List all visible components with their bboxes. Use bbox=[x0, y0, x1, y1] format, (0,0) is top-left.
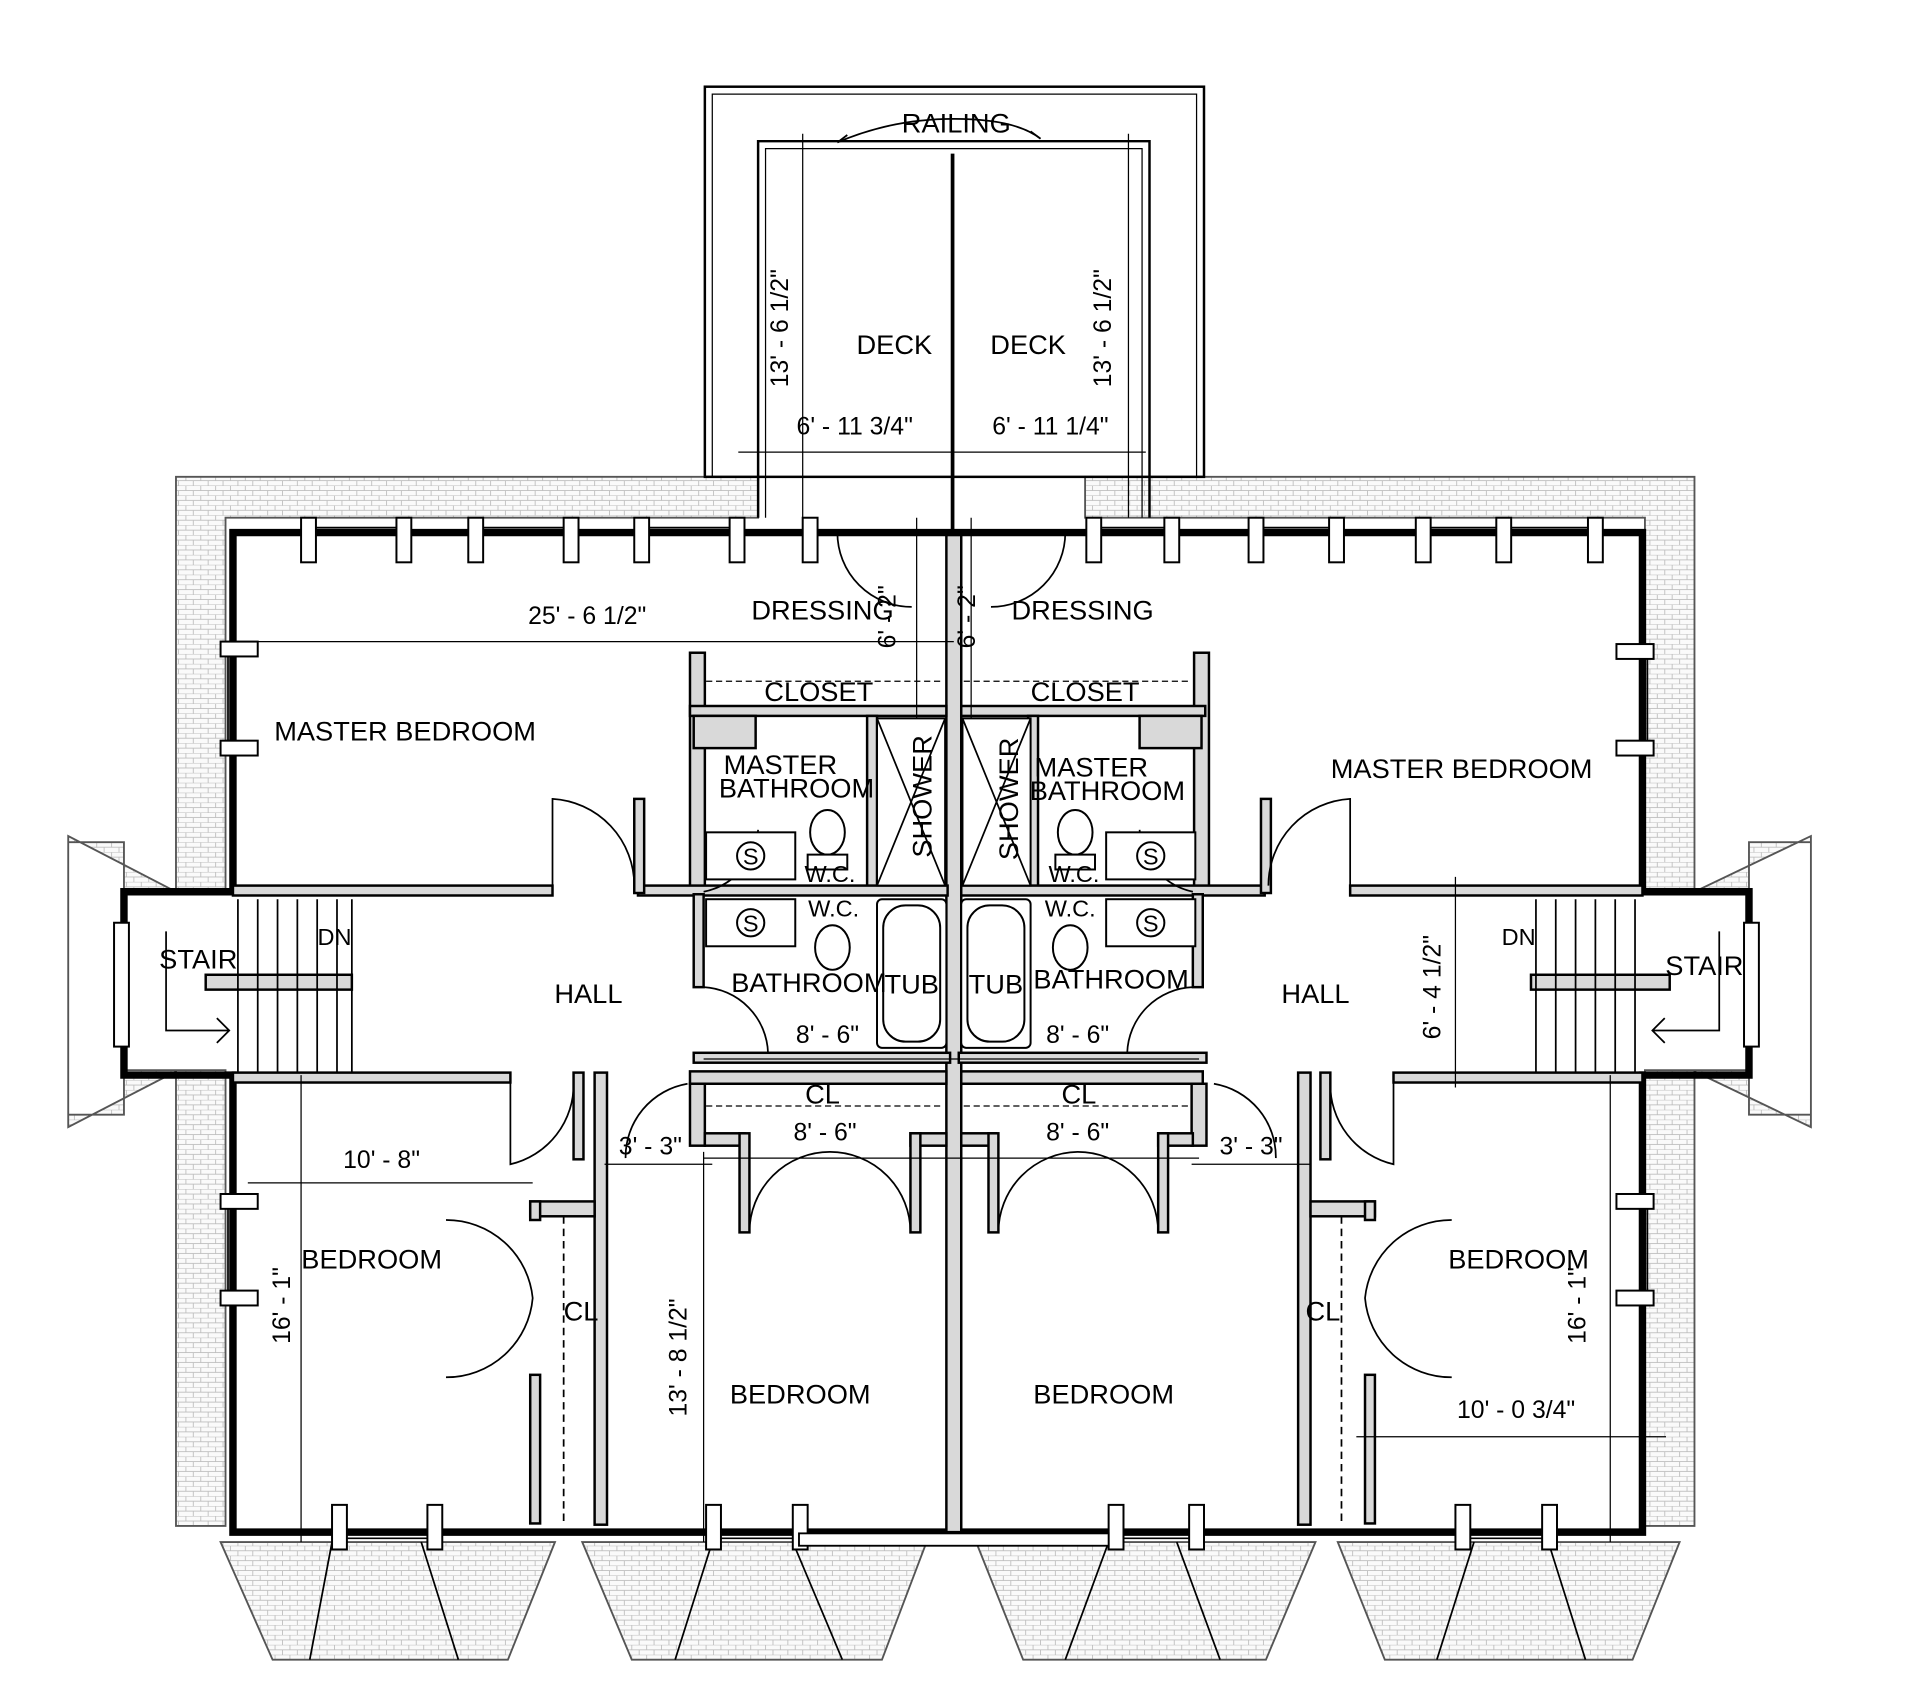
dimension-text: 10' - 0 3/4" bbox=[1457, 1397, 1575, 1424]
dimension-text: 13' - 6 1/2" bbox=[767, 269, 794, 387]
dimension-text: 6' - 4 1/2" bbox=[1420, 935, 1447, 1039]
sink-label: S bbox=[743, 910, 759, 936]
tub-left-label: TUB bbox=[884, 968, 938, 999]
master-bedroom-left-label: MASTER BEDROOM bbox=[274, 716, 536, 747]
roof-eaves bbox=[67, 475, 1812, 1661]
dimension-lines bbox=[225, 133, 1666, 1543]
dimension-text: 6' - 11 1/4" bbox=[992, 414, 1108, 441]
deck-left-label: DECK bbox=[857, 329, 933, 360]
stair-right-label: STAIR bbox=[1665, 950, 1743, 981]
wc-label: W.C. bbox=[1048, 861, 1099, 887]
dimension-text: 6' - 11 3/4" bbox=[797, 414, 913, 441]
down-right-label: DN bbox=[1502, 924, 1536, 950]
hall-right-label: HALL bbox=[1281, 978, 1349, 1009]
closet-bed-right-label: CL bbox=[1305, 1295, 1340, 1326]
dimension-text: 13' - 6 1/2" bbox=[1090, 269, 1117, 387]
dimension-text: 3' - 3" bbox=[1220, 1133, 1283, 1160]
sink-label: S bbox=[1143, 910, 1159, 936]
dressing-left-label: DRESSING bbox=[751, 594, 893, 625]
tub-right-label: TUB bbox=[969, 968, 1023, 999]
closet-right-label: CLOSET bbox=[1031, 676, 1140, 707]
bathroom-right-label: BATHROOM bbox=[1033, 963, 1188, 994]
dimension-text: 3' - 3" bbox=[619, 1133, 682, 1160]
dimension-text: 25' - 6 1/2" bbox=[528, 603, 646, 630]
sink-label: S bbox=[1143, 844, 1159, 870]
hall-left-label: HALL bbox=[554, 978, 622, 1009]
interior-walls bbox=[204, 533, 1671, 1534]
shower-left-label: SHOWER bbox=[907, 735, 938, 858]
down-left-label: DN bbox=[318, 924, 352, 950]
closet-left-label: CLOSET bbox=[764, 676, 873, 707]
dimension-labels: 13' - 6 1/2" 13' - 6 1/2" 6' - 11 3/4" 6… bbox=[269, 269, 1592, 1424]
bedroom-mid-left-label: BEDROOM bbox=[730, 1378, 871, 1409]
dimension-text: 6' - 2" bbox=[954, 585, 981, 648]
dimension-text: 16' - 1" bbox=[269, 1267, 296, 1344]
dressing-right-label: DRESSING bbox=[1011, 594, 1153, 625]
master-bath-left-label-2: BATHROOM bbox=[719, 773, 874, 804]
deck-right-label: DECK bbox=[990, 329, 1066, 360]
dimension-text: 8' - 6" bbox=[793, 1120, 856, 1147]
stairs bbox=[165, 899, 1721, 1073]
dimension-text: 8' - 6" bbox=[796, 1022, 859, 1049]
closet-hall-right-label: CL bbox=[1061, 1079, 1096, 1110]
bedroom-far-left-label: BEDROOM bbox=[301, 1243, 442, 1274]
doors bbox=[445, 532, 1452, 1379]
dimension-text: 13' - 8 1/2" bbox=[665, 1298, 692, 1416]
stair-left-label: STAIR bbox=[159, 944, 237, 975]
closet-hall-left-label: CL bbox=[805, 1079, 840, 1110]
dimension-text: 8' - 6" bbox=[1046, 1022, 1109, 1049]
dimension-text: 16' - 1" bbox=[1564, 1267, 1591, 1344]
dimension-text: 10' - 8" bbox=[343, 1147, 420, 1174]
dimension-text: 6' - 2" bbox=[875, 585, 902, 648]
bathroom-left-label: BATHROOM bbox=[731, 967, 886, 998]
railing-label: RAILING bbox=[902, 108, 1011, 139]
master-bath-left-label-1: MASTER bbox=[724, 749, 838, 780]
fixtures bbox=[705, 680, 1197, 1107]
wc-label: W.C. bbox=[808, 896, 859, 922]
shower-right-label: SHOWER bbox=[993, 738, 1024, 861]
closet-bed-left-label: CL bbox=[564, 1295, 599, 1326]
master-bedroom-right-label: MASTER BEDROOM bbox=[1331, 753, 1593, 784]
dimension-text: 8' - 6" bbox=[1046, 1120, 1109, 1147]
deck bbox=[703, 85, 1206, 533]
master-bath-right-label-2: BATHROOM bbox=[1030, 775, 1185, 806]
windows bbox=[113, 516, 1760, 1551]
room-labels: RAILING DECK DECK DRESSING DRESSING CLOS… bbox=[159, 108, 1743, 1410]
bedroom-far-right-label: BEDROOM bbox=[1448, 1243, 1589, 1274]
wc-label: W.C. bbox=[804, 861, 855, 887]
sink-label: S bbox=[743, 844, 759, 870]
bedroom-mid-right-label: BEDROOM bbox=[1033, 1378, 1174, 1409]
master-bath-right-label-1: MASTER bbox=[1035, 752, 1148, 783]
wc-label: W.C. bbox=[1045, 896, 1096, 922]
